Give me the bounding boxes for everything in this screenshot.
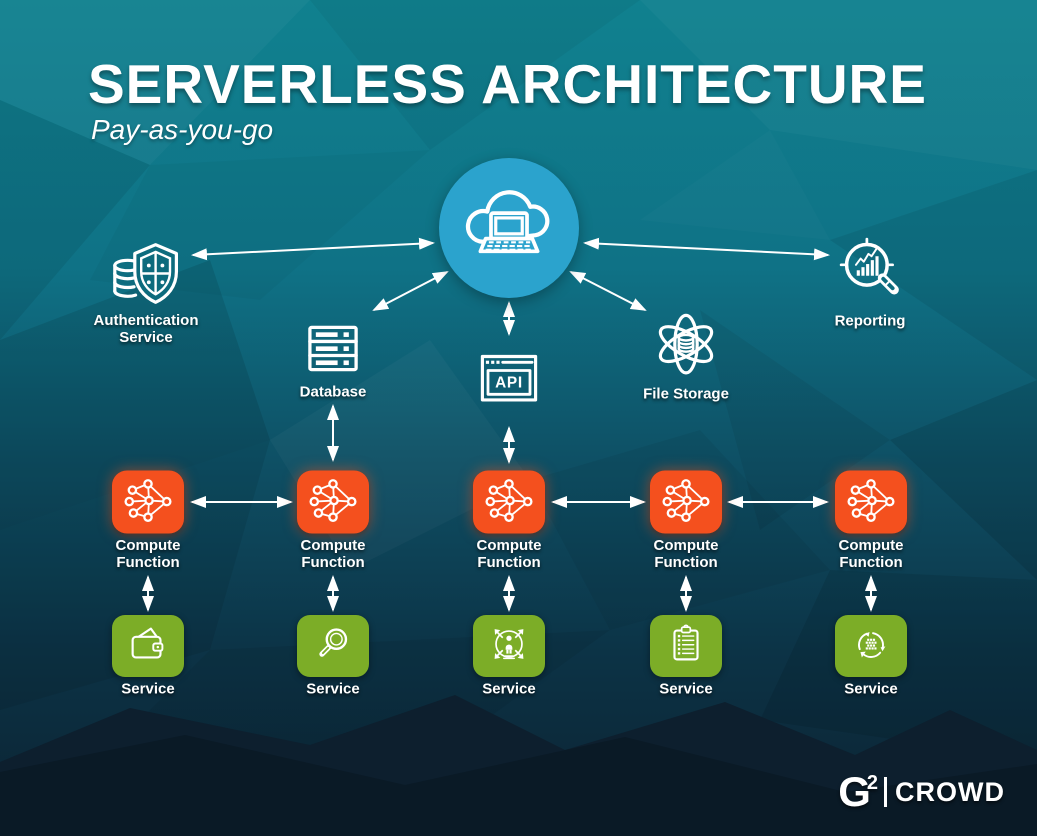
magnifier-analytics-icon xyxy=(831,231,909,314)
network-nodes-icon xyxy=(122,474,174,531)
compute-function-label: Compute Function xyxy=(476,537,542,571)
service-box xyxy=(297,615,369,677)
file-storage-label: File Storage xyxy=(643,385,729,403)
cloud-hub-node xyxy=(439,158,579,298)
file-storage-node xyxy=(646,303,726,388)
scale-user-icon xyxy=(485,620,533,673)
network-nodes-icon xyxy=(845,474,897,531)
database-node xyxy=(300,316,366,387)
clipboard-icon xyxy=(662,620,710,673)
compute-function-label: Compute Function xyxy=(653,537,719,571)
api-browser-icon: API xyxy=(474,343,544,418)
reporting-label: Reporting xyxy=(834,312,906,330)
service-box xyxy=(112,615,184,677)
network-nodes-icon xyxy=(307,474,359,531)
shield-security-icon xyxy=(106,234,186,319)
logo-superscript: 2 xyxy=(866,772,879,794)
service-label: Service xyxy=(306,680,360,698)
wallet-icon xyxy=(124,620,172,673)
api-node: API xyxy=(474,343,544,418)
service-box xyxy=(835,615,907,677)
database-label: Database xyxy=(299,383,367,401)
service-label: Service xyxy=(121,680,175,698)
compute-function-box xyxy=(112,470,184,534)
service-label: Service xyxy=(844,680,898,698)
logo-divider xyxy=(884,777,888,807)
network-nodes-icon xyxy=(483,474,535,531)
auth-service-node xyxy=(106,234,186,319)
compute-function-box xyxy=(297,470,369,534)
auth-service-label: Authentication Service xyxy=(93,312,199,346)
network-nodes-icon xyxy=(660,474,712,531)
api-label: API xyxy=(495,374,523,391)
compute-function-box xyxy=(835,470,907,534)
compute-function-box xyxy=(473,470,545,534)
server-stack-icon xyxy=(300,316,366,387)
compute-function-box xyxy=(650,470,722,534)
cloud-laptop-icon xyxy=(456,175,562,281)
compute-function-label: Compute Function xyxy=(300,537,366,571)
reporting-node xyxy=(831,231,909,314)
compute-function-label: Compute Function xyxy=(115,537,181,571)
service-box xyxy=(473,615,545,677)
service-label: Service xyxy=(659,680,713,698)
page-subtitle: Pay-as-you-go xyxy=(91,114,274,145)
atom-storage-icon xyxy=(646,303,726,388)
logo-text: CROWD xyxy=(895,776,1005,807)
page-title: SERVERLESS ARCHITECTURE xyxy=(88,53,927,115)
service-box xyxy=(650,615,722,677)
service-label: Service xyxy=(482,680,536,698)
g2-crowd-logo: G 2 CROWD xyxy=(838,768,1005,815)
data-sync-icon xyxy=(847,620,895,673)
compute-function-label: Compute Function xyxy=(838,537,904,571)
logo-g: G xyxy=(838,768,871,815)
magnifier-icon xyxy=(309,620,357,673)
